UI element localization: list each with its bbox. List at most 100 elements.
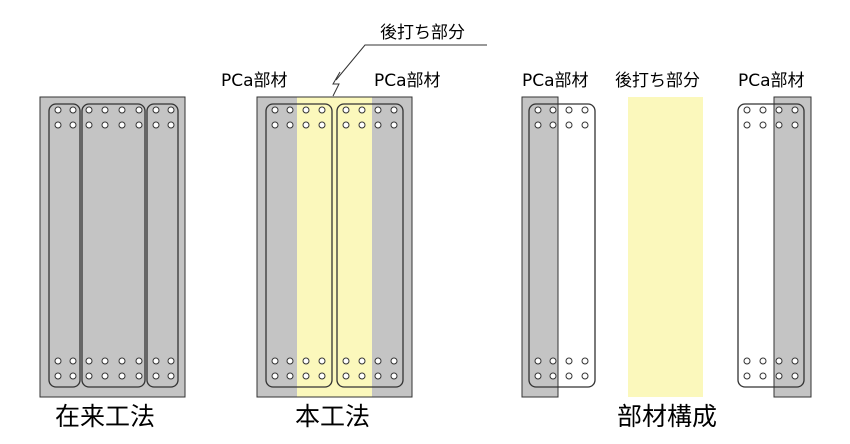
composition-pca-right-white <box>734 97 774 397</box>
rebar-circle <box>286 106 294 114</box>
rebar-circle <box>118 106 126 114</box>
rebar-circle <box>759 106 767 114</box>
rebar-circle <box>101 121 109 129</box>
rebar-circle <box>534 106 542 114</box>
rebar-circle <box>390 372 398 380</box>
rebar-circle <box>534 372 542 380</box>
rebar-circle <box>69 106 77 114</box>
rebar-circle <box>101 357 109 365</box>
rebar-circle <box>118 121 126 129</box>
caption-this-method: 本工法 <box>295 402 370 431</box>
rebar-circle <box>271 372 279 380</box>
rebar-circle <box>167 106 175 114</box>
rebar-circle <box>286 121 294 129</box>
rebar-circle <box>167 372 175 380</box>
rebar-circle <box>581 106 589 114</box>
post-cast-callout <box>332 44 487 97</box>
rebar-circle <box>54 357 62 365</box>
rebar-group <box>534 106 589 380</box>
label-post-cast-callout: 後打ち部分 <box>380 23 465 43</box>
rebar-group <box>271 106 398 380</box>
rebar-circle <box>581 372 589 380</box>
this-method-stirrup-right <box>336 103 404 388</box>
composition-pca-left-stirrup <box>528 103 596 388</box>
rebar-circle <box>390 121 398 129</box>
rebar-circle <box>374 357 382 365</box>
conventional-stirrup-right <box>146 103 179 388</box>
rebar-circle <box>271 121 279 129</box>
rebar-circle <box>85 372 93 380</box>
rebar-circle <box>565 372 573 380</box>
rebar-circle <box>271 106 279 114</box>
rebar-circle <box>135 106 143 114</box>
rebar-circle <box>135 372 143 380</box>
this-method-section <box>256 96 413 398</box>
composition-pca-right-gray <box>773 96 812 398</box>
rebar-circle <box>302 121 310 129</box>
rebar-circle <box>54 106 62 114</box>
rebar-circle <box>358 372 366 380</box>
rebar-circle <box>152 121 160 129</box>
rebar-circle <box>152 357 160 365</box>
rebar-circle <box>791 121 799 129</box>
rebar-circle <box>390 106 398 114</box>
rebar-circle <box>358 106 366 114</box>
rebar-circle <box>565 121 573 129</box>
rebar-group <box>54 106 175 380</box>
composition-pca-left-gray <box>522 97 558 397</box>
rebar-circle <box>54 372 62 380</box>
rebar-circle <box>85 121 93 129</box>
rebar-circle <box>152 372 160 380</box>
rebar-circle <box>69 121 77 129</box>
rebar-circle <box>318 372 326 380</box>
rebar-circle <box>374 121 382 129</box>
rebar-circle <box>775 372 783 380</box>
rebar-circle <box>118 372 126 380</box>
rebar-circle <box>743 106 751 114</box>
pca-member-left-body <box>257 97 297 397</box>
conventional-stirrup-center <box>81 103 146 388</box>
this-method-outline <box>256 96 413 398</box>
rebar-circle <box>318 121 326 129</box>
caption-composition: 部材構成 <box>617 402 717 431</box>
rebar-circle <box>318 106 326 114</box>
composition-section <box>521 96 812 398</box>
this-method-stirrup-left <box>265 103 333 388</box>
rebar-circle <box>759 121 767 129</box>
label-post-cast: 後打ち部分 <box>615 71 700 91</box>
rebar-circle <box>135 121 143 129</box>
caption-conventional: 在来工法 <box>55 402 155 431</box>
conventional-section <box>39 96 186 398</box>
rebar-circle <box>374 106 382 114</box>
rebar-circle <box>85 357 93 365</box>
rebar-circle <box>791 106 799 114</box>
rebar-circle <box>302 106 310 114</box>
rebar-circle <box>374 372 382 380</box>
rebar-circle <box>759 372 767 380</box>
rebar-circle <box>342 372 350 380</box>
rebar-group <box>743 106 799 380</box>
rebar-circle <box>286 372 294 380</box>
composition-pca-left-white <box>558 97 598 397</box>
rebar-circle <box>775 357 783 365</box>
rebar-circle <box>743 121 751 129</box>
rebar-circle <box>167 357 175 365</box>
pca-member-right-body <box>372 97 412 397</box>
composition-pca-left-outline <box>521 96 559 398</box>
rebar-circle <box>342 357 350 365</box>
rebar-circle <box>271 357 279 365</box>
rebar-circle <box>549 372 557 380</box>
rebar-circle <box>318 357 326 365</box>
post-cast-zone-body <box>297 97 372 397</box>
callout-leader-line <box>335 44 487 81</box>
rebar-circle <box>775 106 783 114</box>
rebar-circle <box>534 121 542 129</box>
rebar-circle <box>549 357 557 365</box>
rebar-circle <box>302 372 310 380</box>
rebar-circle <box>69 372 77 380</box>
rebar-circle <box>302 357 310 365</box>
rebar-circle <box>791 357 799 365</box>
rebar-circle <box>135 357 143 365</box>
rebar-circle <box>581 357 589 365</box>
